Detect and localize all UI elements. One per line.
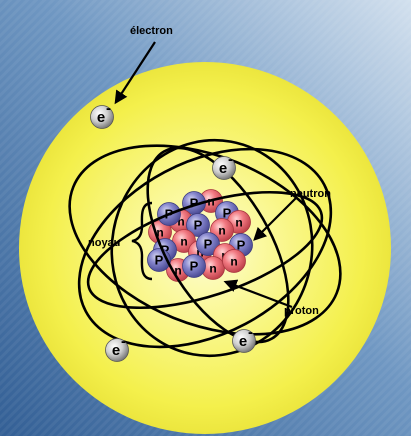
proton-symbol: P xyxy=(223,206,232,221)
electron-charge: - xyxy=(228,151,233,168)
electron-sphere xyxy=(90,105,114,129)
proton-symbol: P xyxy=(237,238,246,253)
electron-particle: e- xyxy=(105,333,129,362)
proton-symbol: P xyxy=(190,196,199,211)
electron-particle: e- xyxy=(90,100,114,129)
electron-label: électron xyxy=(130,25,173,37)
electron-charge: - xyxy=(248,324,253,341)
neutron-particle: n xyxy=(222,249,246,273)
electron-symbol: e xyxy=(97,109,105,126)
proton-symbol: P xyxy=(204,237,213,252)
pointer-arrows xyxy=(114,41,297,309)
proton-sphere xyxy=(196,232,220,256)
proton-particle: P xyxy=(186,213,210,237)
proton-sphere xyxy=(182,254,206,278)
noyau-label: noyau xyxy=(88,237,120,249)
electron-sphere xyxy=(212,156,236,180)
neutron-sphere xyxy=(222,249,246,273)
orbit-2 xyxy=(77,147,333,349)
proton-symbol: P xyxy=(190,259,199,274)
orbit-4 xyxy=(86,190,324,310)
electron-symbol: e xyxy=(219,160,227,177)
neutron-symbol: n xyxy=(156,226,163,240)
proton-arrow xyxy=(223,279,293,309)
electrons: e-e-e-e- xyxy=(90,100,256,362)
nucleus: nPnnPPnPnnPnPPnnPnPn xyxy=(147,189,253,282)
proton-symbol: P xyxy=(155,253,164,268)
electron-sphere xyxy=(232,329,256,353)
proton-label: proton xyxy=(284,305,319,317)
electron-symbol: e xyxy=(112,342,120,359)
orbit-1 xyxy=(68,144,342,336)
neutron-symbol: n xyxy=(180,235,187,249)
proton-sphere xyxy=(186,213,210,237)
proton-symbol: P xyxy=(194,218,203,233)
electron-particle: e- xyxy=(232,324,256,353)
orbits xyxy=(68,138,342,358)
neutron-symbol: n xyxy=(209,262,216,276)
electron-arrow xyxy=(114,41,156,105)
neutron-label: neutron xyxy=(290,188,331,200)
neutron-symbol: n xyxy=(218,224,225,238)
electron-charge: - xyxy=(106,100,111,117)
neutron-symbol: n xyxy=(174,264,181,278)
orbit-5 xyxy=(146,146,290,344)
electron-sphere xyxy=(105,338,129,362)
noyau-brace xyxy=(131,201,153,281)
neutron-symbol: n xyxy=(177,215,184,229)
proton-particle: P xyxy=(196,232,220,256)
electron-symbol: e xyxy=(239,333,247,350)
electron-charge: - xyxy=(121,333,126,350)
neutron-arrow xyxy=(253,197,297,241)
proton-particle: P xyxy=(182,254,206,278)
neutron-symbol: n xyxy=(230,255,237,269)
neutron-symbol: n xyxy=(235,216,242,230)
electron-particle: e- xyxy=(212,151,236,180)
orbit-3 xyxy=(110,138,314,358)
